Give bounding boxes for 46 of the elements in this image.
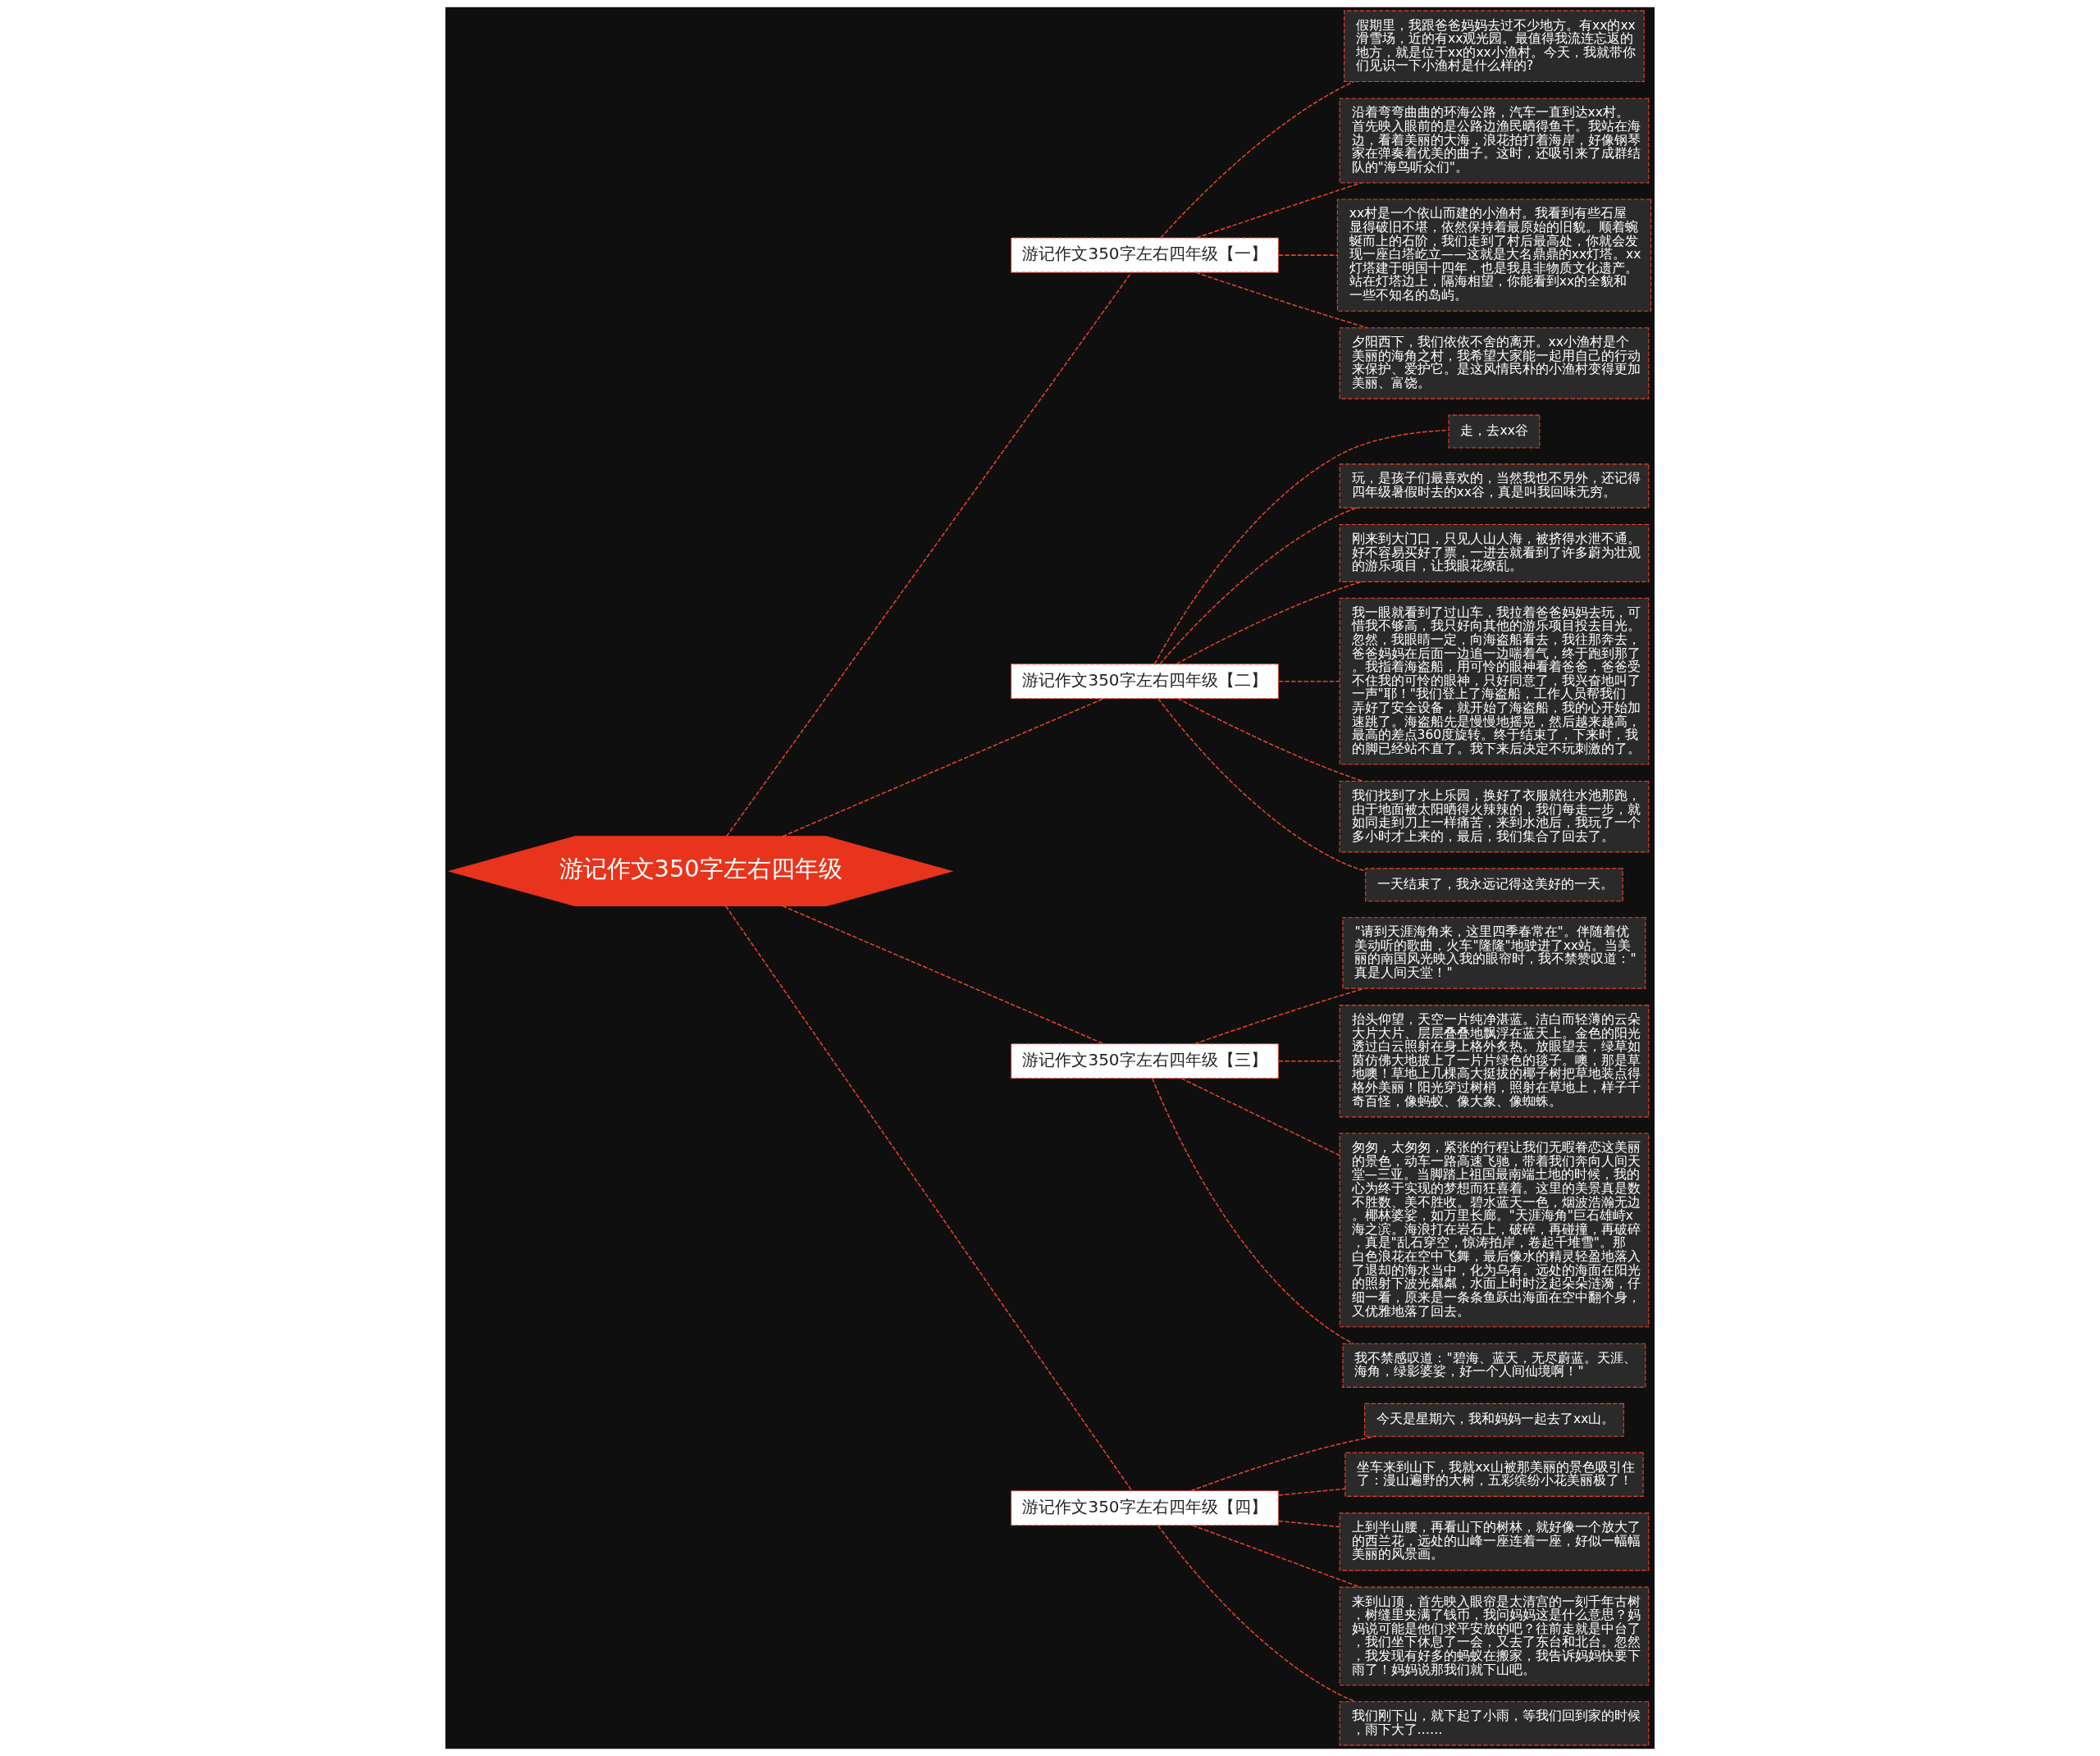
connector (1277, 680, 1340, 682)
node-box: 今天是星期六，我和妈妈一起去了xx山。 (1364, 1403, 1624, 1437)
connector (1277, 254, 1338, 256)
connector (1153, 429, 1449, 665)
node-box: 来到山顶，首先映入眼帘是太清宫的一刻千年古树，树缝里夹满了钱币，我问妈妈这是什么意思？妈妈说可能是他们求平安放的吧？往前走就是中台了，我们坐下休息了一会，又去了东台和北台。忽然，我发现有好多的蚂蚁在搬家，我告诉妈妈快要下雨了！妈妈说那我们就下山吧。 (1339, 1586, 1650, 1686)
node-box: 我们刚下山，就下起了小雨，等我们回到家的时候，雨下大了…… (1339, 1701, 1650, 1746)
node-box: 走，去xx谷 (1448, 414, 1541, 449)
node-box: "请到天涯海角来，这里四季春常在"。伴随着优美动听的歌曲，火车"隆隆"地驶进了xx站。当美丽的南国风光映入我的眼帘时，我不禁赞叹道："真是人间天堂！" (1342, 917, 1646, 989)
connector (1195, 271, 1368, 329)
connector (1157, 698, 1367, 872)
connector (724, 905, 1133, 1492)
node-box: 假期里，我跟爸爸妈妈去过不少地方。有xx的xx滑雪场，近的有xx观光园。最值得我流连忘返的地方，就是位于xx的xx小渔村。今天，我就带你们见识一下小渔村是什么样的? (1344, 10, 1645, 83)
node-box: 一天结束了，我永远记得这美好的一天。 (1365, 868, 1623, 902)
connector (1194, 987, 1365, 1045)
node-box: 我们找到了水上乐园，换好了衣服就往水池那跑，由于地面被太阳晒得火辣辣的，我们每走一步，就如同走到刀上一样痛苦，来到水池后，我玩了一个多小时才上来的，最后，我们集合了回去了。 (1339, 780, 1650, 853)
node-box: 游记作文350字左右四年级【一】 (1011, 237, 1279, 273)
connector (1277, 1520, 1340, 1528)
connector (1277, 1488, 1346, 1496)
connector (1177, 697, 1364, 782)
connector (1152, 1078, 1354, 1344)
node-box: 我一眼就看到了过山车，我拉着爸爸妈妈去玩，可惜我不够高，我只好向其他的游乐项目投去目光。忽然，我眼睛一定，向海盗船看去，我往那奔去，爸爸妈妈在后面一边追一边喘着气，终于跑到那了。我指着海盗船，用可怜的眼神看着爸爸，爸爸受不住我的可怜的眼神，只好同意了，我兴奋地叫了一声"耶！"我们登上了海盗船，工作人员帮我们弄好了安全设备，就开始了海盗船，我的心开始加速跳了。海盗船先是慢慢地摇晃，然后越来越高，最高的差点360度旋转。终于结束了，下来时，我的脚已经站不直了。我下来后决定不玩刺激的了。 (1339, 597, 1650, 765)
connector (1189, 1435, 1376, 1492)
node-box: 上到半山腰，再看山下的树林，就好像一个放大了的西兰花，远处的山峰一座连着一座，好似一幅幅美丽的风景画。 (1339, 1512, 1650, 1571)
node-box: 坐车来到山下，我就xx山被那美丽的景色吸引住了：漫山遍野的大树，五彩缤纷小花美丽极了！ (1344, 1452, 1644, 1497)
node-box: 沿着弯弯曲曲的环海公路，汽车一直到达xx村。首先映入眼前的是公路边渔民晒得鱼干。我站在海边，看着美丽的大海，浪花拍打着海岸，好像钢琴家在弹奏着优美的曲子。这时，还吸引来了成群结队的"海鸟听众们"。 (1339, 98, 1650, 184)
node-box: 匆匆，太匆匆，紧张的行程让我们无暇眷恋这美丽的景色，动车一路高速飞驰，带着我们奔向人间天堂—三亚。当脚踏上祖国最南端土地的时候，我的心为终于实现的梦想而狂喜着。这里的美景真是数不胜数、美不胜收。碧水蓝天一色，烟波浩瀚无边。椰林婆娑，如万里长廊。"天涯海角"巨石雄峙x海之滨。海浪打在岩石上，破碎，再碰撞，再破碎，真是"乱石穿空，惊涛拍岸，卷起千堆雪"。那白色浪花在空中飞舞，最后像水的精灵轻盈地落入了退却的海水当中，化为乌有。远处的海面在阳光的照射下波光粼粼，水面上时时泛起朵朵涟漪，仔细一看，原来是一条条鱼跃出海面在空中翻个身，又优雅地落了回去。 (1339, 1133, 1650, 1328)
connector (782, 698, 1104, 837)
node-box: 刚来到大门口，只见人山人海，被挤得水泄不通。好不容易买好了票，一进去就看到了许多蔚为壮观的游乐项目，让我眼花缭乱。 (1339, 524, 1650, 582)
connector (1192, 1525, 1361, 1588)
connector (782, 905, 1104, 1045)
node-box: xx村是一个依山而建的小渔村。我看到有些石屋显得破旧不堪，依然保持着最原始的旧貌。顺着蜿蜒而上的石阶，我们走到了村后最高处，你就会发现一座白塔屹立——这就是大名鼎鼎的xx灯塔。xx灯塔建于明国十四年，也是我县非物质文化遗产。站在灯塔边上，隔海相望，你能看到xx的全貌和一些不知名的岛屿。 (1336, 198, 1652, 312)
node-box: 游记作文350字左右四年级【三】 (1011, 1043, 1279, 1079)
connector (1160, 80, 1355, 239)
node-box: 抬头仰望，天空一片纯净湛蓝。洁白而轻薄的云朵大片大片、层层叠叠地飘浮在蓝天上。金色的阳光透过白云照射在身上格外炙热。放眼望去，绿草如茵仿佛大地披上了一片片绿色的毯子。噢，那是草地噢！草地上几棵高大挺拔的椰子树把草地装点得格外美丽！阳光穿过树梢，照射在草地上，样子千奇百怪，像蚂蚁、像大象、像蜘蛛。 (1339, 1005, 1650, 1118)
connector (1157, 1525, 1356, 1703)
connector (1180, 1078, 1340, 1156)
connector (1195, 182, 1362, 239)
node-box: 我不禁感叹道："碧海、蓝天，无尽蔚蓝。天涯、海角，绿影婆娑，好一个人间仙境啊！" (1342, 1343, 1646, 1388)
node-box: 夕阳西下，我们依依不舍的离开。xx小渔村是个美丽的海角之村，我希望大家能一起用自己的行动来保护、爱护它。是这风情民朴的小渔村变得更加美丽、富饶。 (1339, 327, 1650, 399)
connector (725, 271, 1133, 837)
node-box: 游记作文350字左右四年级【四】 (1011, 1490, 1279, 1526)
connector (1159, 507, 1358, 665)
node-box: 玩，是孩子们最喜欢的，当然我也不另外，还记得四年级暑假时去的xx谷，真是叫我回味无穷。 (1339, 463, 1650, 509)
node-box: 游记作文350字左右四年级【二】 (1011, 664, 1279, 700)
connector (1277, 1060, 1340, 1062)
connector (1176, 581, 1363, 665)
